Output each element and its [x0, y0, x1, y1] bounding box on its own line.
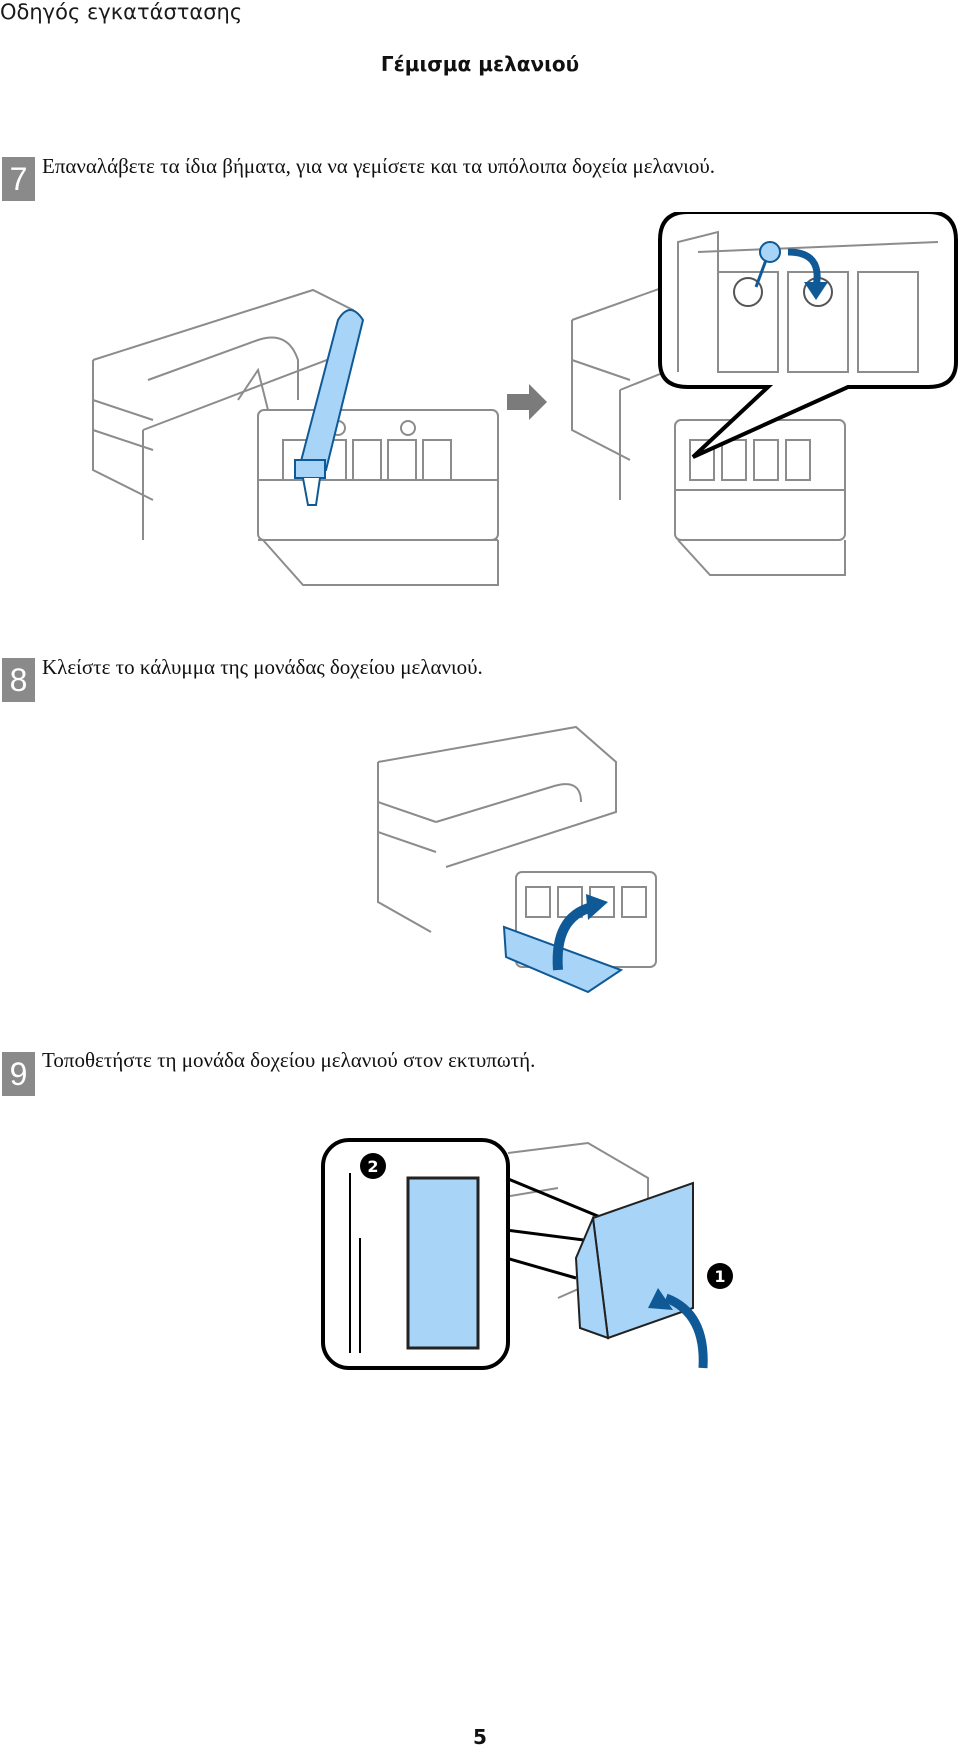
section-title: Γέμισμα μελανιού [380, 52, 580, 76]
figure-close-tank-cover [377, 725, 657, 994]
cap-icon [754, 241, 781, 288]
ink-bottle-icon [294, 309, 365, 506]
step-9-text: Τοποθετήστε τη μονάδα δοχείου μελανιού σ… [42, 1048, 536, 1072]
figure-zoom-callout [658, 212, 958, 459]
header-title: Οδηγός εγκατάστασης [0, 0, 243, 24]
curved-arrow-up-icon [552, 902, 594, 971]
page-number: 5 [473, 1725, 487, 1749]
curved-arrow-icon [664, 1293, 708, 1369]
step-7-text: Επαναλάβετε τα ίδια βήματα, για να γεμίσ… [42, 154, 716, 178]
figure-filling-ink-tank [92, 288, 499, 586]
step-8-text: Κλείστε το κάλυμμα της μονάδας δοχείου μ… [42, 655, 483, 679]
step-8-number: 8 [2, 658, 35, 702]
arrow-right-icon [507, 384, 547, 420]
callout-2: 2 [367, 1157, 378, 1176]
step-7-number: 7 [2, 157, 35, 201]
step-9-number: 9 [2, 1052, 35, 1096]
callout-1: 1 [714, 1267, 725, 1286]
curved-arrow-icon [787, 248, 821, 288]
figure-attach-tank-unit: 2 1 [321, 1138, 733, 1370]
